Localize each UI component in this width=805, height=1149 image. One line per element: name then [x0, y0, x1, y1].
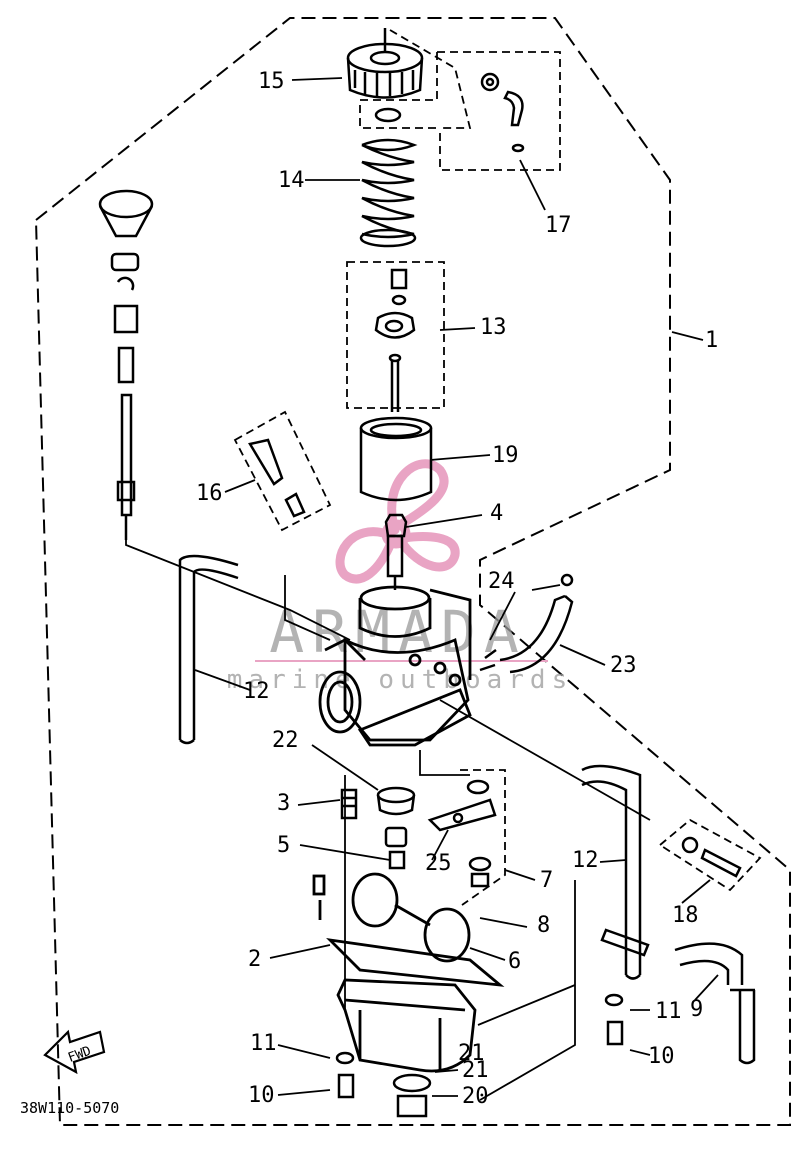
part-label-15: 17 [545, 213, 572, 238]
part-label-13: 13 [480, 315, 507, 340]
part-label-5: 5 [277, 833, 290, 858]
part-label-1: 1 [705, 328, 718, 353]
watermark-tagline: marine outboards [227, 665, 573, 695]
part-label-18: 18 [672, 903, 699, 928]
float-assembly-part [312, 872, 505, 987]
float-bowl-part [336, 978, 477, 1073]
assembly-boundary [34, 17, 791, 1126]
pilot-screw-kit-part [233, 410, 332, 532]
overflow-tube-part [178, 554, 756, 1065]
part-label-7: 7 [540, 868, 553, 893]
part-label-22: 22 [272, 728, 299, 753]
part-label-24: 24 [488, 569, 515, 594]
part-label-14: 14 [278, 168, 305, 193]
part-label-9: 9 [690, 997, 703, 1022]
leader-lines [194, 77, 719, 1097]
cable-adjuster-part [98, 189, 154, 540]
throttle-slide-part [359, 416, 433, 502]
air-screw-kit-part [658, 818, 762, 892]
propeller-logo [335, 459, 460, 584]
cap-dashed-box [359, 52, 438, 129]
part-label-25: 25 [425, 851, 452, 876]
vent-hose-part [479, 573, 574, 674]
drawing-code: 38W110-5070 [20, 1099, 119, 1117]
fuel-hose-part [674, 942, 755, 992]
part-label-11a: 11 [250, 1031, 277, 1056]
part-label-6: 6 [508, 949, 521, 974]
part-label-3: 3 [277, 791, 290, 816]
part-label-8: 8 [537, 913, 550, 938]
part-label-11b: 11 [655, 999, 682, 1024]
part-label-19: 19 [492, 443, 519, 468]
top-cap-part [346, 28, 424, 99]
part-label-10b: 10 [648, 1044, 675, 1069]
part-label-20: 20 [462, 1084, 489, 1109]
part-label-21a: 21 [458, 1041, 485, 1066]
part-label-21b: 21 [462, 1058, 489, 1083]
part-label-16: 16 [196, 481, 223, 506]
float-valve-parts [340, 786, 416, 870]
part-label-12a: 12 [243, 679, 270, 704]
part-label-10a: 10 [248, 1083, 275, 1108]
carburetor-body-part [318, 585, 472, 747]
fitting-kit-part [389, 29, 561, 171]
part-label-4: 4 [490, 501, 503, 526]
drain-screw-parts [335, 993, 624, 1118]
part-label-2: 2 [248, 947, 261, 972]
part-labels: 15 14 17 13 1 19 16 4 24 23 12 22 3 5 25… [196, 69, 718, 1109]
armada-watermark: ARMADA marine outboards [227, 459, 573, 695]
part-label-23: 23 [610, 653, 637, 678]
forward-arrow-icon [43, 1029, 106, 1075]
part-label-17: 15 [258, 69, 285, 94]
spring-part [359, 138, 418, 248]
part-label-12b: 12 [572, 848, 599, 873]
forward-arrow: FWD [43, 1029, 106, 1075]
reference-lines [125, 540, 651, 1101]
float-pin-kit-part [427, 769, 506, 906]
needle-kit-part [346, 261, 445, 412]
cap-clip [374, 107, 402, 123]
fwd-label: FWD [66, 1044, 93, 1066]
